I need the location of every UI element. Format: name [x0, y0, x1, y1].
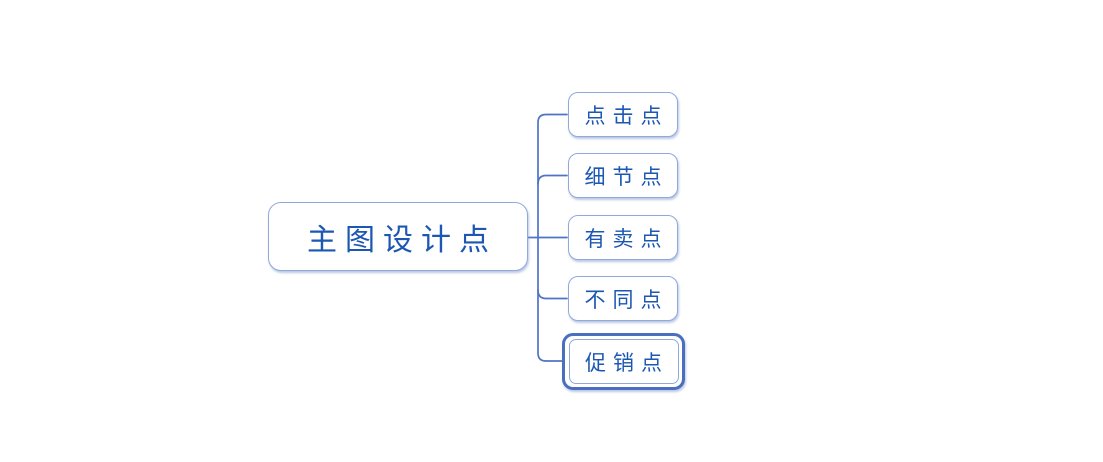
branch-node-label: 点击点: [584, 104, 669, 128]
branch-node-2[interactable]: 细节点: [568, 153, 678, 198]
branch-node-label: 有卖点: [584, 227, 669, 251]
selection-border: 促销点: [562, 333, 685, 390]
connector-branch-4: [537, 289, 568, 300]
root-node-label: 主图设计点: [307, 223, 497, 257]
branch-node-label: 不同点: [584, 288, 669, 312]
branch-node-label: 细节点: [584, 165, 669, 189]
root-node[interactable]: 主图设计点: [268, 202, 528, 271]
branch-node-label: 促销点: [585, 351, 669, 375]
branch-node-3[interactable]: 有卖点: [568, 215, 678, 260]
connector-trunk: [537, 113, 568, 362]
branch-node-4[interactable]: 不同点: [568, 276, 678, 321]
branch-node-5-selected[interactable]: 促销点: [568, 339, 679, 384]
connector-branch-2: [537, 174, 568, 185]
branch-node-1[interactable]: 点击点: [568, 92, 678, 137]
